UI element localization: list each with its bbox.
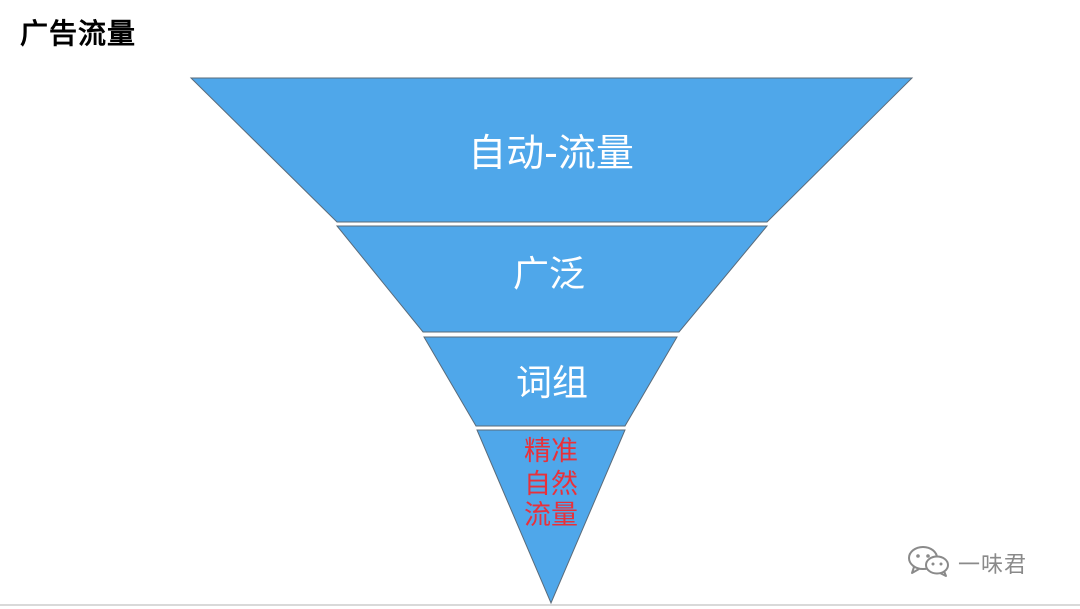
funnel-level-4-label-line-2: 自然 [524, 469, 578, 500]
page-title: 广告流量 [20, 17, 137, 50]
funnel-level-1-label: 自动-流量 [468, 131, 634, 175]
funnel-level-4-label-line-1: 精准 [524, 436, 578, 467]
wechat-icon [906, 544, 952, 582]
watermark-text: 一味君 [958, 553, 1028, 578]
funnel-level-1 [189, 77, 914, 223]
watermark: 一味君 [906, 545, 1027, 581]
funnel-level-3-label: 词组 [516, 363, 588, 404]
funnel-level-2-label: 广泛 [513, 254, 585, 295]
funnel-level-4-label-line-3: 流量 [524, 500, 578, 531]
funnel-level-4 [476, 429, 626, 605]
bottom-divider [0, 604, 1080, 606]
funnel-level-3 [423, 336, 678, 427]
funnel-level-2 [335, 225, 769, 333]
